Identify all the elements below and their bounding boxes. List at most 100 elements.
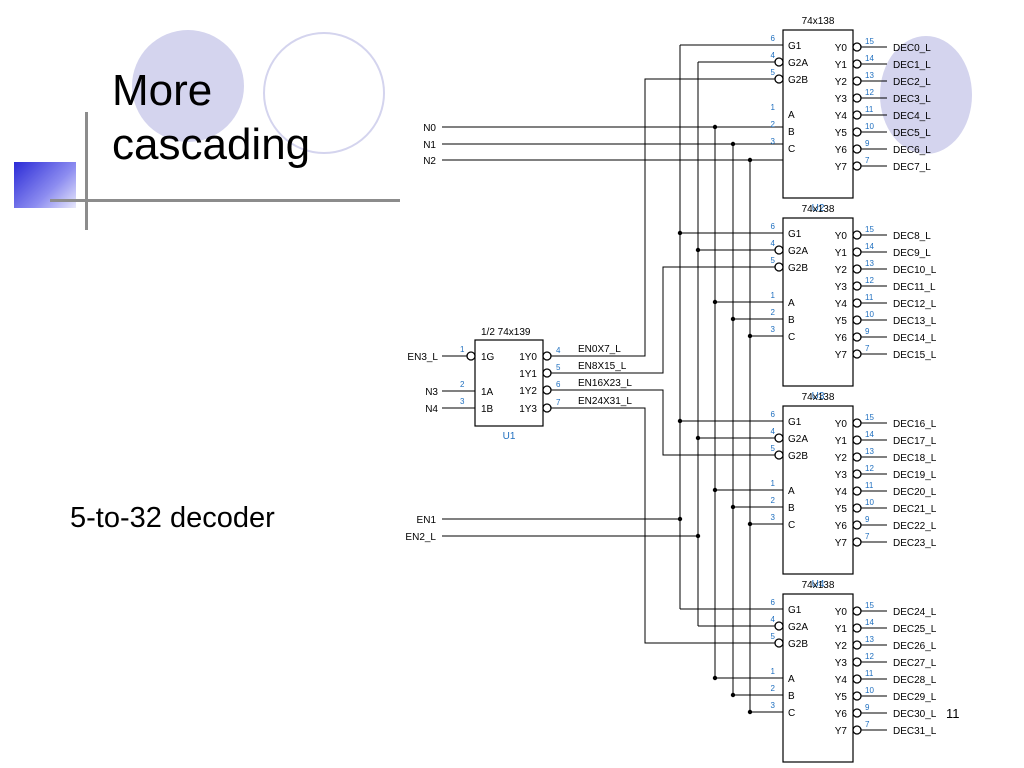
decoder-output-pin-label: Y7: [835, 538, 848, 549]
decoder-input-pin-label: G2A: [788, 246, 808, 257]
decoder-output-pin-number: 14: [865, 242, 874, 251]
junction-dot: [695, 435, 701, 441]
decoder-output-pin-number: 10: [865, 686, 874, 695]
decoder-output-pin-number: 12: [865, 464, 874, 473]
decoder-output-net-label: DEC21_L: [893, 504, 937, 515]
decoder-output-net-label: DEC29_L: [893, 692, 937, 703]
decoder-output-pin-number: 11: [865, 669, 874, 678]
decoder-output-net-label: DEC8_L: [893, 231, 931, 242]
decoder-output-pin-number: 9: [865, 139, 870, 148]
decoder-enable-bubble: [774, 245, 784, 255]
decoder-enable-bubble: [774, 450, 784, 460]
input-label-n1: N1: [423, 140, 436, 151]
decoder-output-pin-number: 10: [865, 310, 874, 319]
decoder-input-pin-number: 3: [771, 701, 776, 710]
decoder-output-net-label: DEC0_L: [893, 43, 931, 54]
title-vertical-rule: [85, 112, 88, 230]
u1-input-pin-number: 2: [460, 380, 465, 389]
decoder-output-bubble: [852, 469, 862, 479]
decoder-output-bubble: [852, 42, 862, 52]
decoder-output-bubble: [852, 503, 862, 513]
decoder-output-net-label: DEC20_L: [893, 487, 937, 498]
decoder-output-bubble: [852, 691, 862, 701]
decoder-output-net-label: DEC10_L: [893, 265, 937, 276]
decoder-output-pin-number: 12: [865, 88, 874, 97]
decoder-part-label: 74x138: [802, 16, 835, 27]
slide-title: More cascading: [112, 66, 311, 169]
decoder-output-pin-label: Y7: [835, 350, 848, 361]
decoder-input-pin-number: 3: [771, 513, 776, 522]
decoder-output-bubble: [852, 161, 862, 171]
decoder-output-pin-label: Y7: [835, 162, 848, 173]
decoder-output-bubble: [852, 537, 862, 547]
decoder-input-pin-label: C: [788, 708, 795, 719]
decoder-input-pin-number: 2: [771, 120, 776, 129]
decoder-part-label: 74x138: [802, 392, 835, 403]
decoder-output-pin-number: 7: [865, 156, 870, 165]
slide-subtitle: 5-to-32 decoder: [70, 502, 275, 534]
decoder-output-net-label: DEC15_L: [893, 350, 937, 361]
decoder-input-pin-label: C: [788, 520, 795, 531]
decoder-input-pin-label: G1: [788, 605, 802, 616]
decoder-ref-label: U2: [812, 203, 825, 214]
decoder-box-u5: [782, 593, 854, 763]
decoder-output-pin-label: Y2: [835, 453, 848, 464]
decoder-output-pin-label: Y5: [835, 316, 848, 327]
decoder-output-pin-label: Y2: [835, 265, 848, 276]
enable-net-label: EN16X23_L: [578, 378, 632, 389]
u1-output-pin-number: 5: [556, 363, 561, 372]
decoder-ref-label: U3: [812, 391, 825, 402]
decoder-output-pin-number: 13: [865, 447, 874, 456]
u1-ref-label: U1: [503, 431, 516, 442]
decoder-input-pin-number: 6: [771, 222, 776, 231]
input-label-en3: EN3_L: [407, 352, 438, 363]
decoder-output-pin-label: Y3: [835, 282, 848, 293]
u1-1g-bubble: [466, 351, 476, 361]
input-label-n3: N3: [425, 387, 438, 398]
decoder-output-pin-number: 11: [865, 293, 874, 302]
junction-dot: [730, 141, 736, 147]
input-label-n0: N0: [423, 123, 436, 134]
decoder-output-bubble: [852, 606, 862, 616]
decoder-output-bubble: [852, 110, 862, 120]
decoder-output-pin-label: Y6: [835, 709, 848, 720]
net-en24x31: [551, 407, 775, 644]
decoder-output-pin-label: Y5: [835, 692, 848, 703]
decoder-input-pin-label: G2B: [788, 263, 808, 274]
decoder-output-pin-number: 7: [865, 344, 870, 353]
decoder-output-net-label: DEC11_L: [893, 282, 936, 293]
input-label-en2: EN2_L: [405, 532, 436, 543]
decoder-input-pin-label: A: [788, 486, 795, 497]
junction-dot: [712, 124, 718, 130]
decoder-output-pin-label: Y4: [835, 299, 848, 310]
decoder-input-pin-number: 4: [771, 239, 776, 248]
junction-dot: [712, 675, 718, 681]
decoder-output-bubble: [852, 127, 862, 137]
decoder-output-bubble: [852, 435, 862, 445]
decoder-input-pin-number: 6: [771, 598, 776, 607]
junction-dot: [712, 299, 718, 305]
decoder-input-pin-number: 4: [771, 427, 776, 436]
decoder-output-pin-number: 11: [865, 481, 874, 490]
decoder-output-pin-number: 11: [865, 105, 874, 114]
decoder-input-pin-label: C: [788, 144, 795, 155]
decoder-output-pin-label: Y4: [835, 111, 848, 122]
u1-input-pin-label: 1B: [481, 404, 494, 415]
decoder-output-pin-label: Y4: [835, 675, 848, 686]
decoder-output-bubble: [852, 144, 862, 154]
decoder-output-pin-number: 7: [865, 532, 870, 541]
decoder-input-pin-number: 1: [771, 103, 776, 112]
decoder-output-net-label: DEC19_L: [893, 470, 937, 481]
decoder-output-pin-number: 12: [865, 276, 874, 285]
decoder-input-pin-label: G1: [788, 417, 802, 428]
decoder-input-pin-number: 5: [771, 632, 776, 641]
decoder-input-pin-label: G2B: [788, 639, 808, 650]
decoder-output-bubble: [852, 230, 862, 240]
u1-input-pin-number: 1: [460, 345, 465, 354]
decorative-right-circle: [880, 36, 972, 154]
page-number: 11: [946, 706, 960, 721]
decoder-input-pin-number: 1: [771, 291, 776, 300]
decoder-output-bubble: [852, 76, 862, 86]
decoder-input-pin-label: A: [788, 110, 795, 121]
decoder-output-bubble: [852, 247, 862, 257]
